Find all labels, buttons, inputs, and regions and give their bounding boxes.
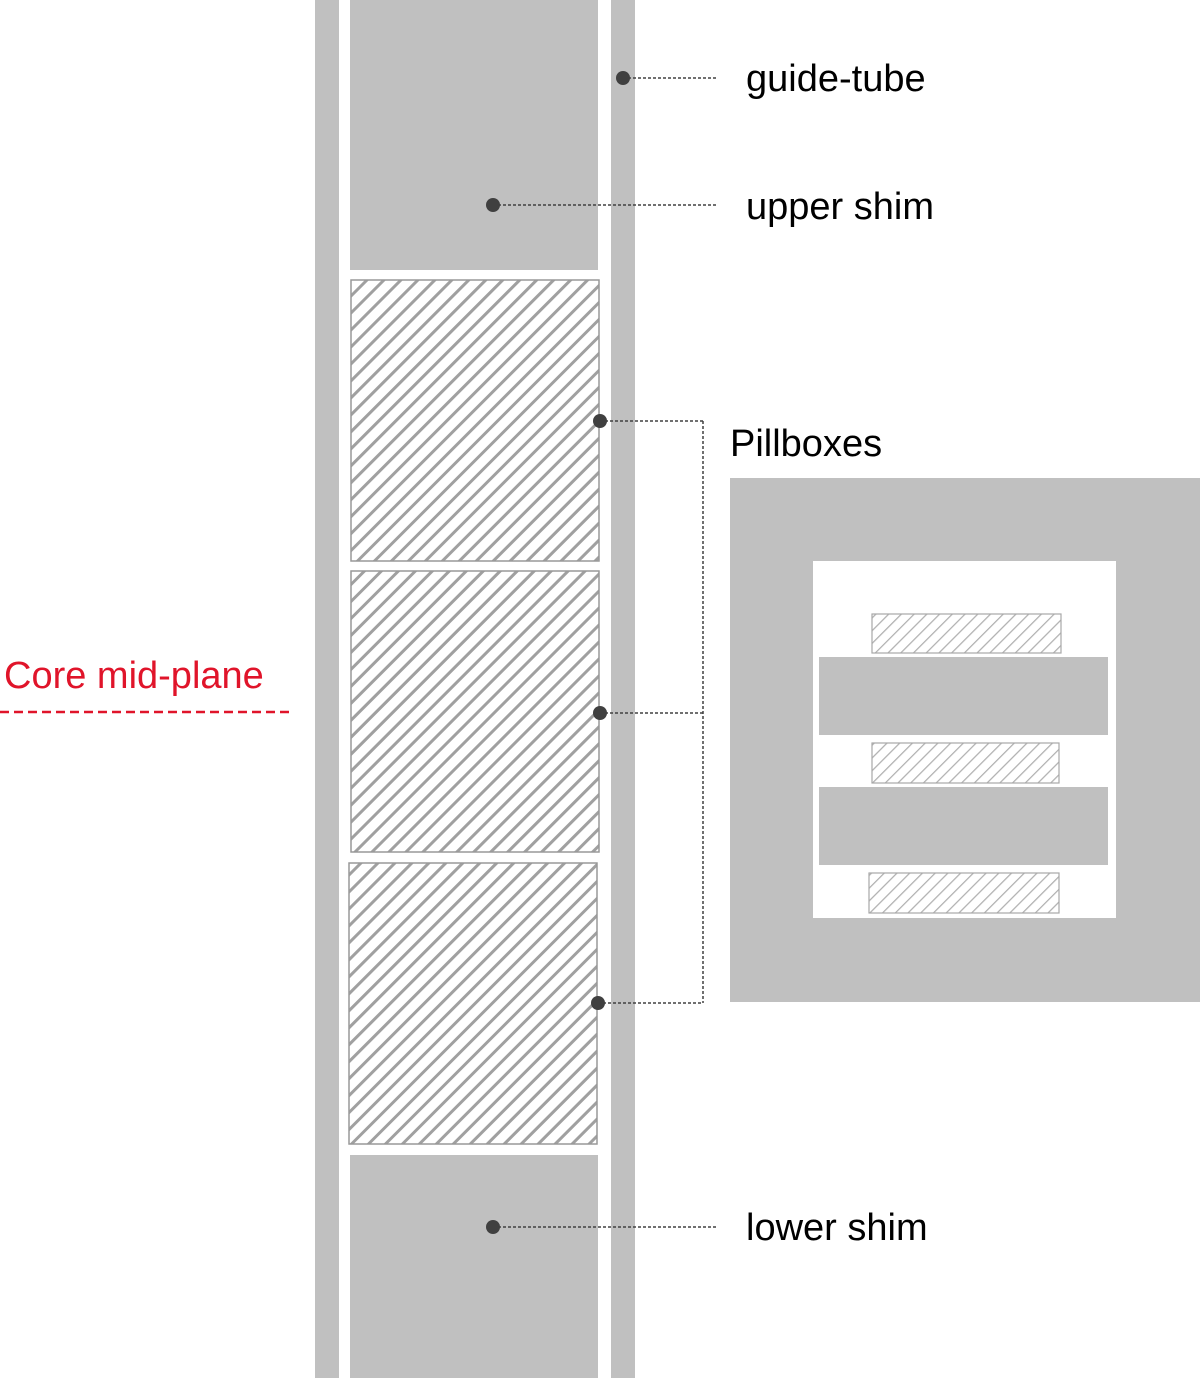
pillbox-inset — [730, 478, 1200, 1002]
pillbox-1 — [350, 279, 600, 562]
inset-pillbox-3 — [868, 872, 1060, 914]
upper-shim-label: upper shim — [746, 186, 934, 228]
upper-shim-callout — [486, 198, 718, 212]
inset-frame — [730, 478, 1200, 1002]
upper-shim — [350, 0, 598, 270]
guide-tube-left-wall — [315, 0, 339, 1378]
inset-pillbox-2 — [871, 742, 1060, 784]
pillbox-2 — [350, 570, 600, 853]
inset-pillbox-1 — [871, 613, 1062, 654]
core-mid-plane-label: Core mid-plane — [4, 655, 264, 697]
pillbox-3 — [348, 862, 598, 1145]
inset-shim-1 — [819, 657, 1108, 735]
guide-tube-label: guide-tube — [746, 58, 926, 100]
pillboxes-label: Pillboxes — [730, 423, 882, 465]
pillboxes-bracket — [591, 414, 704, 1010]
lower-shim-callout — [486, 1220, 718, 1234]
lower-shim-label: lower shim — [746, 1207, 928, 1249]
guide-tube-callout — [616, 71, 718, 85]
lower-shim — [350, 1155, 598, 1378]
inset-shim-2 — [819, 787, 1108, 865]
guide-tube-right-wall — [611, 0, 635, 1378]
